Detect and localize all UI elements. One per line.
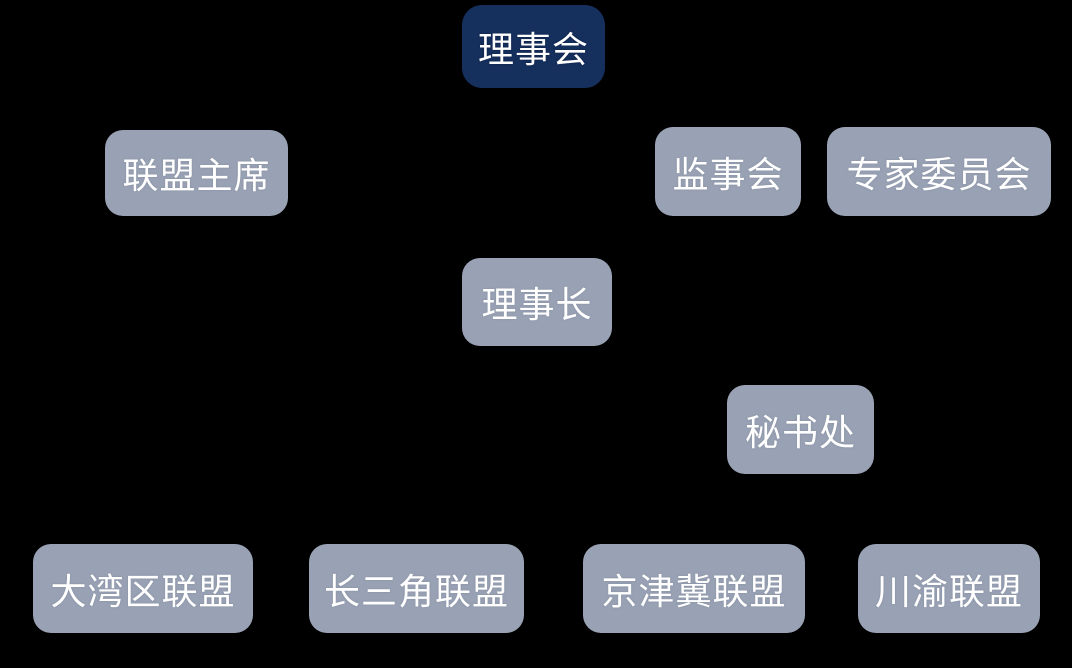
org-node-chuan-yu-alliance: 川渝联盟 bbox=[858, 544, 1040, 633]
org-node-expert-committee: 专家委员会 bbox=[827, 127, 1051, 216]
org-node-council: 理事会 bbox=[462, 5, 605, 88]
org-node-union-chairman: 联盟主席 bbox=[105, 130, 288, 216]
org-node-greater-bay-area-alliance: 大湾区联盟 bbox=[33, 544, 253, 633]
org-node-president: 理事长 bbox=[462, 258, 612, 346]
org-node-secretariat: 秘书处 bbox=[727, 385, 874, 474]
org-node-yangtze-river-delta-alliance: 长三角联盟 bbox=[309, 544, 524, 633]
org-node-jing-jin-ji-alliance: 京津冀联盟 bbox=[583, 544, 805, 633]
org-node-supervisory-board: 监事会 bbox=[655, 127, 801, 216]
